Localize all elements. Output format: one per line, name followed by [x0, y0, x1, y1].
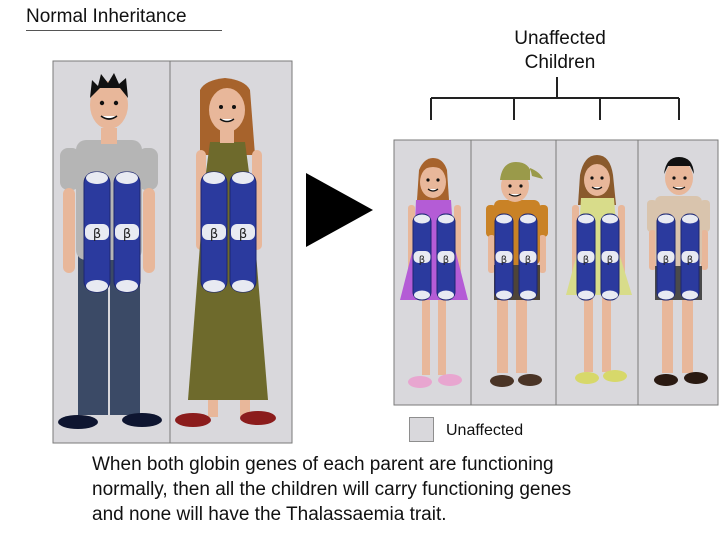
- caption-line-2: normally, then all the children will car…: [92, 479, 572, 500]
- diagram-title: Normal Inheritance: [26, 6, 187, 27]
- inheritance-arrow: [306, 173, 373, 247]
- children-label-line-1: Unaffected: [514, 28, 606, 49]
- father-chromosome-1: β: [83, 171, 111, 293]
- gene-label: β: [443, 255, 449, 266]
- legend-swatch-unaffected: [409, 417, 434, 442]
- gene-label: β: [501, 255, 507, 266]
- gene-label: β: [210, 227, 218, 242]
- gene-label: β: [525, 255, 531, 266]
- gene-label: β: [93, 227, 101, 242]
- gene-label: β: [123, 227, 131, 242]
- father-chromosome-2: β: [113, 171, 141, 293]
- gene-label: β: [607, 255, 613, 266]
- gene-label: β: [239, 227, 247, 242]
- caption-line-1: When both globin genes of each parent ar…: [92, 454, 554, 475]
- gene-label: β: [583, 255, 589, 266]
- children-label: Unaffected Children: [496, 27, 624, 75]
- children-label-line-2: Children: [524, 52, 596, 73]
- gene-label: β: [419, 255, 425, 266]
- gene-label: β: [663, 255, 669, 266]
- child-3-chromosomes: β β: [576, 213, 620, 301]
- legend-label: Unaffected: [446, 422, 524, 439]
- children-bracket: [430, 77, 680, 120]
- mother-chromosome-2: β: [229, 171, 257, 293]
- child-2-chromosomes: β β: [494, 213, 538, 301]
- gene-label: β: [687, 255, 693, 266]
- title-underline: [26, 30, 222, 31]
- child-4-chromosomes: β β: [656, 213, 700, 301]
- caption: When both globin genes of each parent ar…: [92, 452, 712, 527]
- mother-chromosome-1: β: [200, 171, 228, 293]
- caption-line-3: and none will have the Thalassaemia trai…: [92, 504, 447, 525]
- child-1-chromosomes: β β: [412, 213, 456, 301]
